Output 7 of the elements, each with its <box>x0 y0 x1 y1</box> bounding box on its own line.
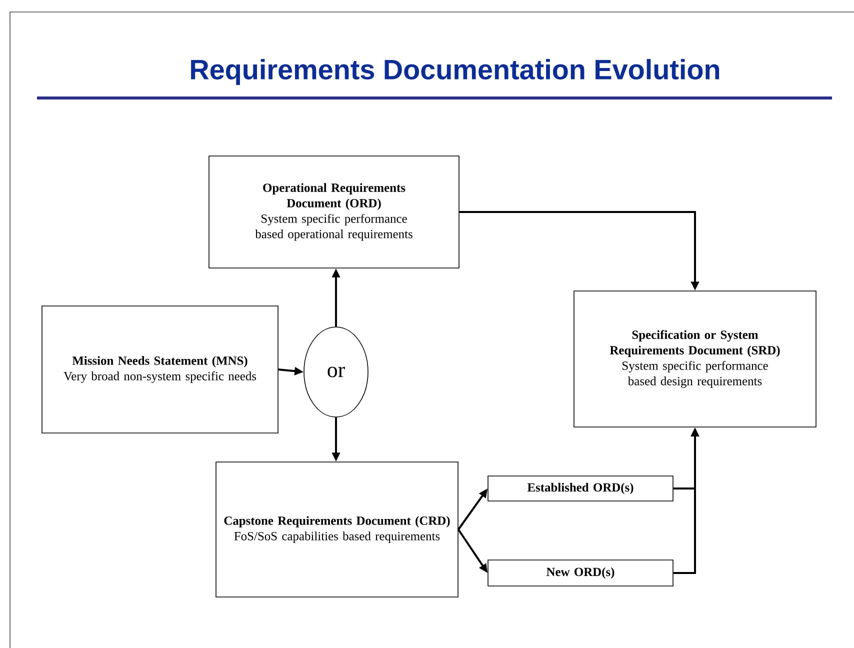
title: Requirements Documentation Evolution <box>191 59 720 85</box>
document-box: Operational Requirements Document (ORD) System specific performance based operational requirements <box>208 156 460 268</box>
document-box: Specification or System Requirements Document (SRD) System specific performance based design requirements <box>574 290 816 428</box>
ord-box: Established ORD(s) <box>488 476 674 502</box>
document-box: Mission Needs Statement (MNS) Very broad non-system specific needs <box>42 306 278 434</box>
document-box: Capstone Requirements Document (CRD) FoS/SoS capabilities based requirements <box>216 462 458 598</box>
ord-box: New ORD(s) <box>488 560 674 586</box>
